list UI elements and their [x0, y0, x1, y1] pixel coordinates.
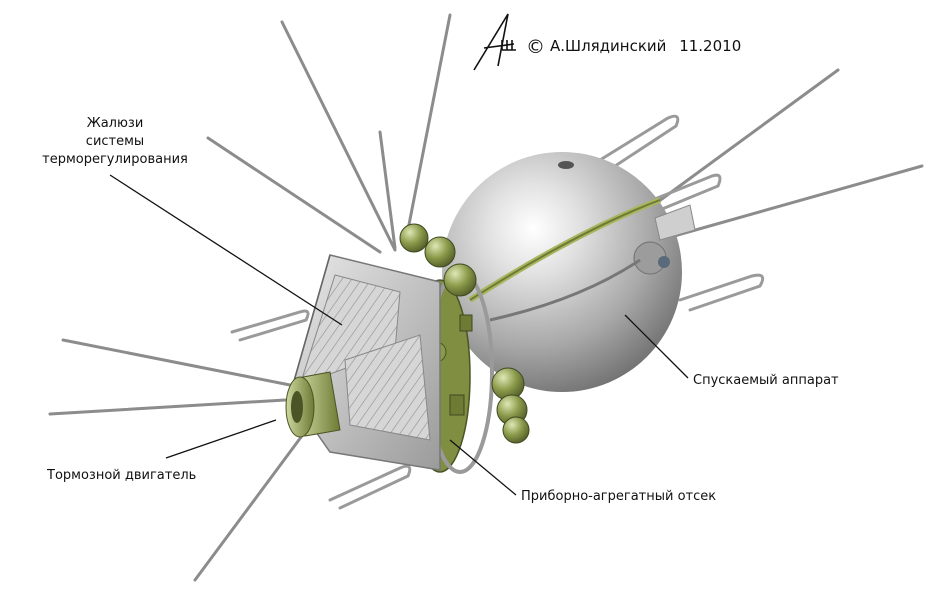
signature-logo	[473, 13, 516, 71]
leader-engine	[165, 419, 277, 459]
leader-louvers	[109, 174, 343, 326]
label-instrument-module: Приборно-агрегатный отсек	[521, 489, 717, 504]
label-descent-module: Спускаемый аппарат	[693, 373, 839, 388]
hairpin-antennas	[230, 114, 765, 510]
label-louvers-line3: терморегулирования	[42, 152, 188, 167]
label-retro-engine: Тормозной двигатель	[47, 468, 197, 483]
gas-tanks	[399, 223, 530, 444]
label-louvers: Жалюзи системы терморегулирования	[40, 115, 190, 169]
copyright-symbol: ©	[526, 36, 545, 58]
author-name: А.Шлядинский	[550, 37, 667, 55]
label-louvers-line2: системы	[85, 134, 145, 149]
leader-lines	[109, 174, 689, 496]
leader-descent	[624, 314, 689, 379]
louver-cone	[289, 254, 441, 471]
author-credit: А.Шлядинский 11.2010	[522, 37, 741, 55]
label-louvers-line1: Жалюзи	[86, 116, 144, 131]
retro-engine-nozzle	[285, 371, 341, 438]
descent-module-sphere	[442, 152, 696, 392]
drawing-date: 11.2010	[679, 37, 742, 55]
leader-instrument	[449, 439, 517, 496]
